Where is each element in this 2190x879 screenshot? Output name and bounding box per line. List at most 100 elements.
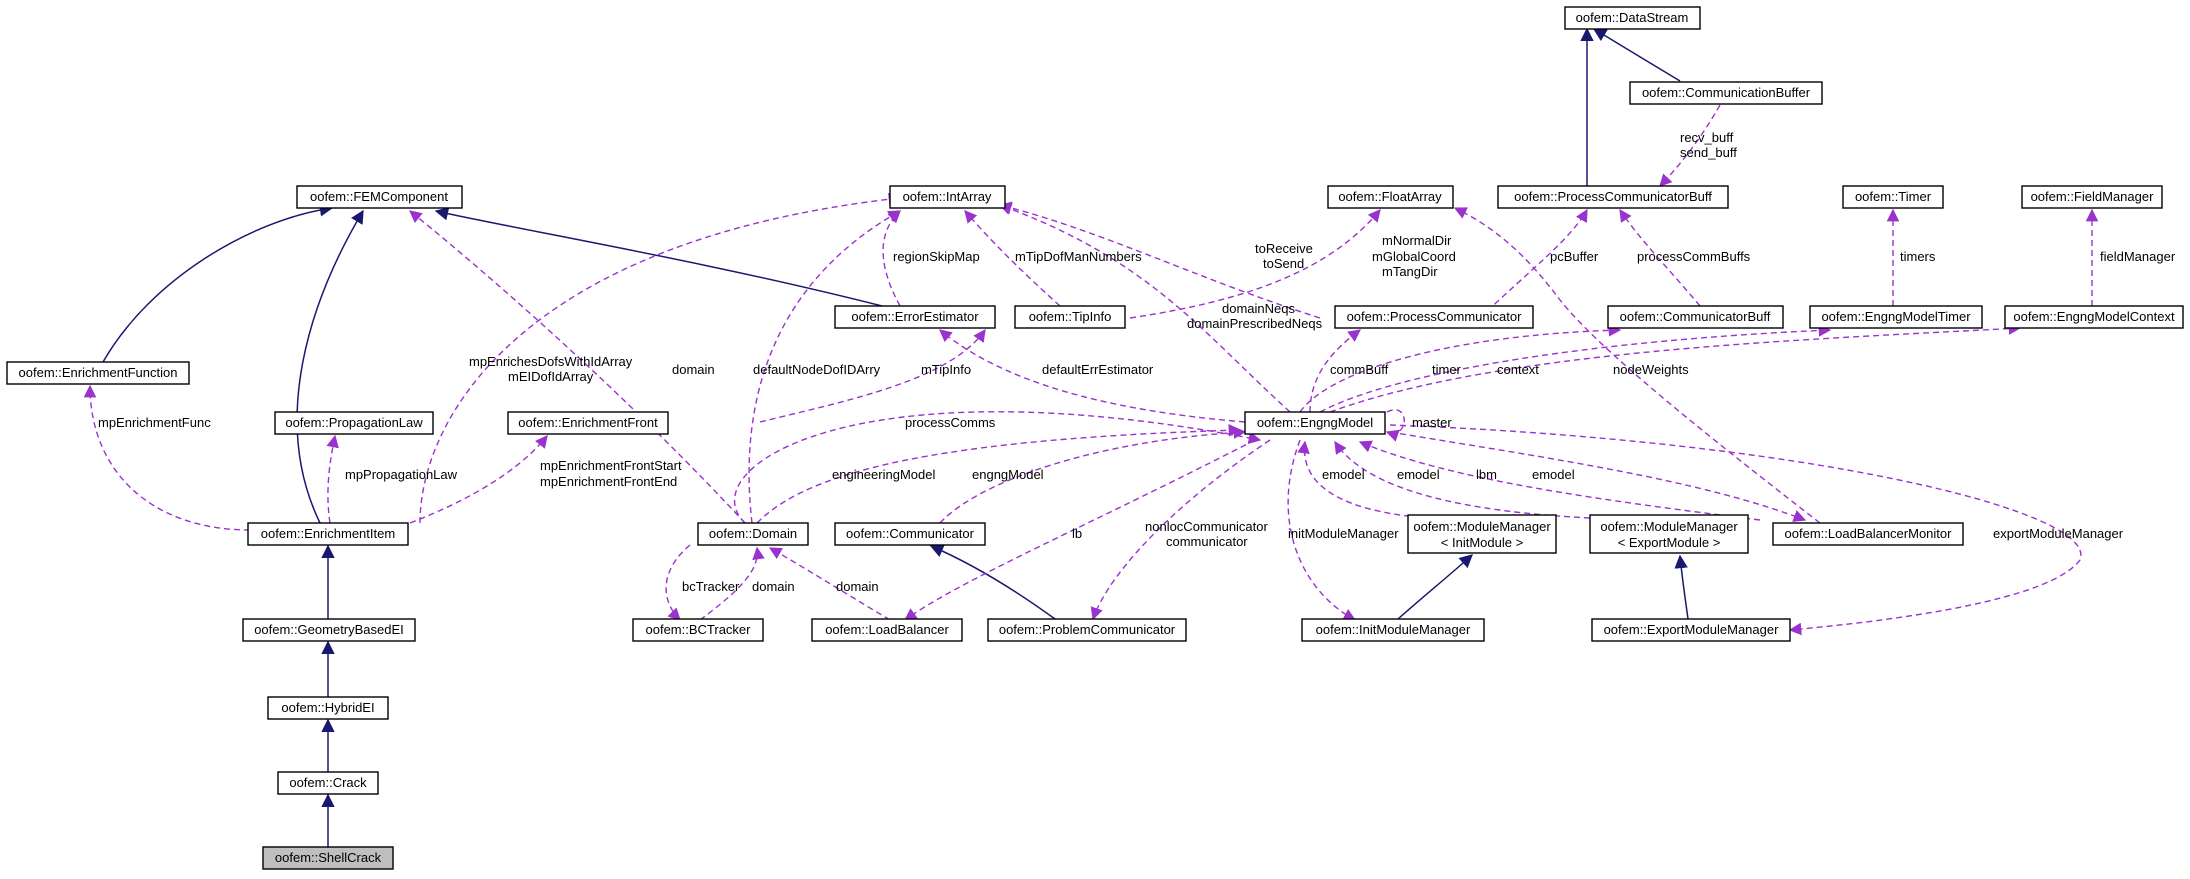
label-domain-bc: domain	[752, 579, 795, 594]
label-mtangdir: mTangDir	[1382, 264, 1438, 279]
label-mglobalcoord: mGlobalCoord	[1372, 249, 1456, 264]
node-femcomponent[interactable]: oofem::FEMComponent	[296, 185, 463, 209]
edge-enrichmentitem-femcomponent	[296, 209, 364, 524]
edge-usage-pcbuff-communicatorbuff	[1619, 208, 1701, 307]
node-exportmodulemanager[interactable]: oofem::ExportModuleManager	[1591, 618, 1791, 642]
edge-usage-engngmodel-loadbalancermonitor	[1358, 440, 1761, 521]
svg-text:oofem::TipInfo: oofem::TipInfo	[1029, 309, 1112, 324]
edge-usage-engngmodel-lbm	[1389, 431, 1807, 522]
edge-usage-engngmodeltimer-engngmodel	[1319, 324, 1832, 413]
node-communicator[interactable]: oofem::Communicator	[834, 522, 986, 546]
node-domain[interactable]: oofem::Domain	[697, 522, 809, 546]
node-intarray[interactable]: oofem::IntArray	[889, 185, 1006, 209]
node-timer[interactable]: oofem::Timer	[1842, 185, 1944, 209]
node-initmodulemanager[interactable]: oofem::InitModuleManager	[1301, 618, 1485, 642]
edge-usage-propagationlaw-enrichmentitem	[326, 434, 339, 524]
node-communicatorbuff[interactable]: oofem::CommunicatorBuff	[1607, 305, 1784, 329]
node-modulemanager-init[interactable]: oofem::ModuleManager < InitModule >	[1407, 514, 1557, 554]
node-processcommunicatorbuff[interactable]: oofem::ProcessCommunicatorBuff	[1497, 185, 1729, 209]
label-context: context	[1497, 362, 1539, 377]
edge-communicationbuffer-datastream	[1592, 28, 1681, 82]
node-tipinfo[interactable]: oofem::TipInfo	[1014, 305, 1126, 329]
svg-text:oofem::ModuleManager: oofem::ModuleManager	[1413, 519, 1551, 534]
node-engngmodeltimer[interactable]: oofem::EngngModelTimer	[1809, 305, 1983, 329]
node-enrichmentfront[interactable]: oofem::EnrichmentFront	[507, 411, 669, 435]
node-floatarray[interactable]: oofem::FloatArray	[1327, 185, 1454, 209]
edge-usage-communicatorbuff-engngmodel	[1299, 324, 1622, 413]
node-crack[interactable]: oofem::Crack	[277, 771, 379, 795]
label-initmodulemanager: initModuleManager	[1288, 526, 1399, 541]
svg-text:oofem::ProcessCommunicatorBuff: oofem::ProcessCommunicatorBuff	[1514, 189, 1712, 204]
label-timer: timer	[1432, 362, 1462, 377]
edge-usage-enrichmentfront-enrichmentitem	[409, 435, 548, 524]
edge-usage-engngmodel-self	[1385, 409, 1405, 442]
svg-text:oofem::FieldManager: oofem::FieldManager	[2031, 189, 2155, 204]
edge-labels: recv_buff send_buff pcBuffer processComm…	[98, 130, 2176, 594]
edge-usage-context-engngmodel	[1329, 322, 2022, 413]
label-bctracker: bcTracker	[682, 579, 740, 594]
svg-text:< ExportModule >: < ExportModule >	[1618, 535, 1721, 550]
node-engngmodel[interactable]: oofem::EngngModel	[1244, 411, 1386, 435]
node-communicationbuffer[interactable]: oofem::CommunicationBuffer	[1629, 81, 1823, 105]
label-emodel-3: emodel	[1532, 467, 1575, 482]
edge-usage-problemcommunicator-engngmodel	[1090, 439, 1271, 621]
svg-text:oofem::ProblemCommunicator: oofem::ProblemCommunicator	[999, 622, 1176, 637]
svg-text:oofem::EngngModel: oofem::EngngModel	[1257, 415, 1373, 430]
node-loadbalancermonitor[interactable]: oofem::LoadBalancerMonitor	[1772, 522, 1964, 546]
svg-text:oofem::InitModuleManager: oofem::InitModuleManager	[1316, 622, 1471, 637]
label-domainprescribedneqs: domainPrescribedNeqs	[1187, 316, 1323, 331]
edge-problemcommunicator-communicator	[929, 544, 1056, 620]
label-mpenrichmentfrontend: mpEnrichmentFrontEnd	[540, 474, 677, 489]
edge-usage-processcommunicator-engngmodel	[1309, 329, 1362, 413]
node-problemcommunicator[interactable]: oofem::ProblemCommunicator	[987, 618, 1187, 642]
svg-text:oofem::LoadBalancer: oofem::LoadBalancer	[825, 622, 949, 637]
label-meidofidarray: mEIDofIdArray	[508, 369, 594, 384]
svg-text:oofem::ShellCrack: oofem::ShellCrack	[275, 850, 382, 865]
svg-text:oofem::FEMComponent: oofem::FEMComponent	[310, 189, 448, 204]
edge-usage-communicationbuffer-pcbuff	[1659, 104, 1721, 187]
svg-text:oofem::Communicator: oofem::Communicator	[846, 526, 975, 541]
node-modulemanager-export[interactable]: oofem::ModuleManager < ExportModule >	[1589, 514, 1749, 554]
svg-text:oofem::ErrorEstimator: oofem::ErrorEstimator	[851, 309, 979, 324]
label-recv-buff: recv_buff	[1680, 130, 1734, 145]
edge-enrichmentfunction-femcomponent	[102, 203, 334, 363]
label-nodeweights: nodeWeights	[1613, 362, 1689, 377]
svg-text:oofem::Domain: oofem::Domain	[709, 526, 797, 541]
svg-text:oofem::EngngModelTimer: oofem::EngngModelTimer	[1821, 309, 1971, 324]
label-fieldmanager: fieldManager	[2100, 249, 2176, 264]
node-bctracker[interactable]: oofem::BCTracker	[632, 618, 764, 642]
node-engngmodelcontext[interactable]: oofem::EngngModelContext	[2004, 305, 2184, 329]
node-shellcrack[interactable]: oofem::ShellCrack	[262, 846, 394, 870]
node-enrichmentfunction[interactable]: oofem::EnrichmentFunction	[6, 361, 190, 385]
node-datastream[interactable]: oofem::DataStream	[1564, 6, 1701, 30]
label-engngmodel: engngModel	[972, 467, 1044, 482]
node-errorestimator[interactable]: oofem::ErrorEstimator	[834, 305, 996, 329]
label-mpenrichesdofswithidarray: mpEnrichesDofsWithIdArray	[469, 354, 633, 369]
svg-text:oofem::EnrichmentFunction: oofem::EnrichmentFunction	[19, 365, 178, 380]
node-fieldmanager[interactable]: oofem::FieldManager	[2021, 185, 2163, 209]
edge-usage-intarray-tipinfo	[964, 210, 1061, 307]
label-lbm: lbm	[1476, 467, 1497, 482]
edge-initmodulemanager-modulemanager	[1397, 554, 1473, 620]
edge-usage-loadbalancer-engngmodel	[903, 439, 1256, 621]
edge-usage-domain-bctracker	[699, 546, 765, 621]
edge-usage-floatarray-tipinfo	[1129, 209, 1381, 319]
svg-text:oofem::ProcessCommunicator: oofem::ProcessCommunicator	[1347, 309, 1523, 324]
svg-text:oofem::IntArray: oofem::IntArray	[903, 189, 992, 204]
edge-usage-bctracker-domain	[665, 544, 691, 621]
label-nonloccommunicator: nonlocCommunicator	[1145, 519, 1269, 534]
node-loadbalancer[interactable]: oofem::LoadBalancer	[811, 618, 963, 642]
edge-usage-exportmodulemanager-engngmodel	[1389, 424, 2082, 636]
node-processcommunicator[interactable]: oofem::ProcessCommunicator	[1334, 305, 1534, 329]
label-commbuff: commBuff	[1330, 362, 1389, 377]
node-hybridei[interactable]: oofem::HybridEI	[267, 696, 389, 720]
edge-usage-initmodulemanager-engngmodel	[1287, 439, 1357, 621]
label-master: master	[1412, 415, 1452, 430]
node-geometrybasedei[interactable]: oofem::GeometryBasedEI	[242, 618, 416, 642]
label-processcommbuffs: processCommBuffs	[1637, 249, 1751, 264]
label-domainneqs: domainNeqs	[1222, 301, 1295, 316]
node-enrichmentitem[interactable]: oofem::EnrichmentItem	[247, 522, 409, 546]
label-send-buff: send_buff	[1680, 145, 1737, 160]
node-propagationlaw[interactable]: oofem::PropagationLaw	[274, 411, 434, 435]
